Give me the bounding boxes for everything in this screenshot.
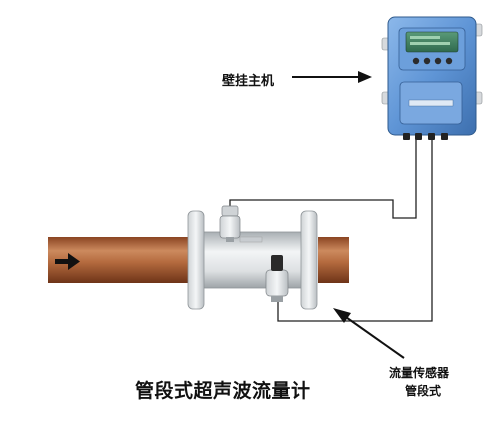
keypad-button (445, 57, 453, 65)
pipe-right (318, 237, 349, 283)
keypad-button (434, 57, 442, 65)
keypad-button (412, 57, 420, 65)
transducer-upstream (219, 205, 241, 242)
wire-downstream-transducer (277, 138, 433, 322)
cable-gland (403, 133, 410, 140)
signal-wires (229, 138, 433, 322)
pipe-section-label: 管段式 (405, 384, 442, 398)
keypad-button (423, 57, 431, 65)
cable-gland (415, 133, 422, 140)
pointer-arrow-host (292, 71, 372, 83)
diagram-title: 管段式超声波流量计 (135, 380, 311, 402)
flow-sensor-label: 流量传感器 (389, 366, 450, 380)
right-arrow-icon (55, 253, 80, 270)
cable-gland (428, 133, 435, 140)
transducer-downstream (265, 255, 289, 302)
right-flange (300, 210, 318, 310)
spool-nameplate (239, 236, 263, 243)
wall-host-unit (381, 16, 483, 140)
left-flange (187, 210, 205, 310)
cable-gland (441, 133, 448, 140)
wire-upstream-transducer (229, 138, 417, 219)
pointer-arrow-sensor (333, 308, 405, 359)
wall-host-label: 壁挂主机 (222, 74, 275, 89)
spool-piece (187, 210, 318, 310)
cover-label (408, 99, 454, 107)
